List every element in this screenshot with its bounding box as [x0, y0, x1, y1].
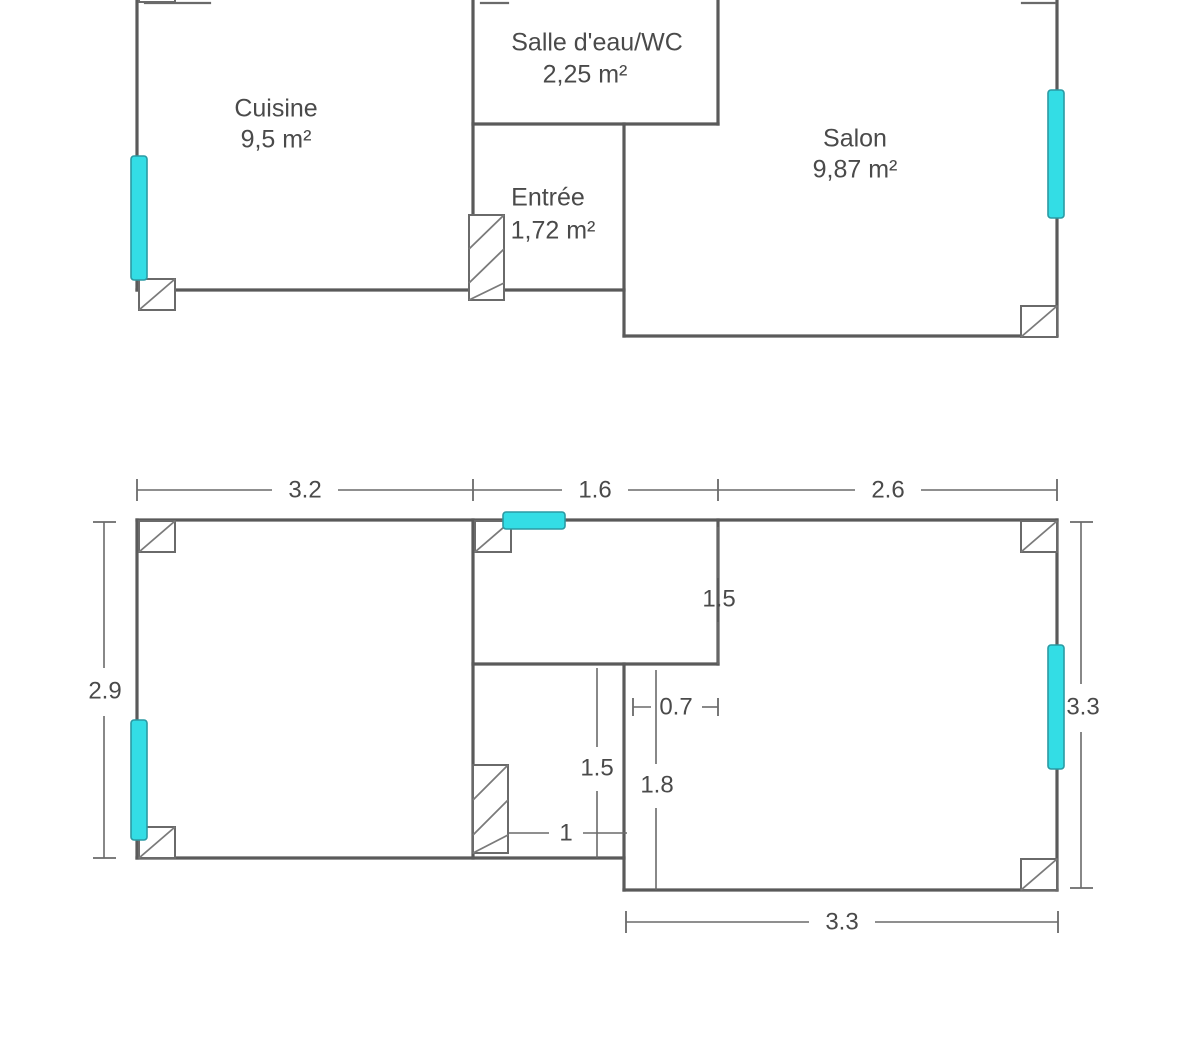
room-label-salon: Salon — [823, 125, 887, 153]
cuisine-window-west-icon — [130, 155, 148, 281]
lower-plan-windows — [130, 511, 1065, 841]
corner-post-northwest-lower — [138, 520, 176, 553]
interior-door-lower — [472, 764, 509, 854]
corner-post-southeast-lower — [1020, 858, 1058, 891]
room-label-entree: Entrée — [511, 184, 585, 212]
salon-window-east-icon — [1047, 89, 1065, 219]
corner-post-salon-southeast — [1020, 305, 1058, 338]
dim-int-1-5-lower-text: 1.5 — [580, 754, 613, 781]
dimension-interior-1-5-lower: 1.5 — [580, 668, 614, 858]
dim-top-2-6: 2.6 — [718, 476, 1057, 503]
dimension-interior-1: 1 — [508, 819, 627, 846]
dimension-right-3-3: 3.3 — [1066, 521, 1100, 889]
dim-left-2-9-text: 2.9 — [88, 677, 121, 704]
east-window-icon — [1047, 644, 1065, 770]
dim-right-3-3-text: 3.3 — [1066, 693, 1099, 720]
west-window-icon — [130, 719, 148, 841]
dim-top-2-6-text: 2.6 — [871, 476, 904, 503]
room-area-cuisine: 9,5 m² — [241, 126, 312, 154]
dim-int-1-5-upper-text: 1.5 — [702, 585, 735, 612]
room-label-cuisine: Cuisine — [234, 95, 317, 123]
dim-int-1-text: 1 — [559, 819, 572, 846]
dimension-bottom-3-3: 3.3 — [625, 908, 1059, 935]
lower-plan-corner-symbols — [138, 520, 1058, 891]
corner-post-cuisine-northwest — [138, 0, 176, 3]
upper-plan-corner-symbols — [138, 0, 1058, 338]
room-label-salle-eau-wc: Salle d'eau/WC — [511, 29, 683, 57]
room-area-salon: 9,87 m² — [813, 156, 898, 184]
dimension-chain-top: 3.2 1.6 2.6 — [136, 476, 1058, 503]
dimension-interior-1-5-upper: 1.5 — [702, 527, 736, 664]
dimension-interior-0-7: 0.7 — [632, 693, 719, 720]
corner-post-northeast-lower — [1020, 520, 1058, 553]
corner-post-cuisine-southwest — [138, 278, 176, 311]
dim-top-1-6-text: 1.6 — [578, 476, 611, 503]
entree-door — [468, 214, 505, 301]
dim-int-0-7-text: 0.7 — [659, 693, 692, 720]
room-area-salle-eau-wc: 2,25 m² — [543, 61, 628, 89]
upper-plan-group: Cuisine 9,5 m² Salle d'eau/WC 2,25 m² En… — [130, 0, 1065, 338]
dim-top-1-6: 1.6 — [473, 476, 718, 503]
lower-plan-group: 3.2 1.6 2.6 2.9 — [88, 476, 1099, 935]
upper-plan-room-labels: Cuisine 9,5 m² Salle d'eau/WC 2,25 m² En… — [234, 29, 897, 245]
dim-int-1-8-text: 1.8 — [640, 771, 673, 798]
dim-bottom-3-3-text: 3.3 — [825, 908, 858, 935]
room-area-entree: 1,72 m² — [511, 217, 596, 245]
entry-window-north-icon — [502, 511, 566, 530]
dim-top-3-2: 3.2 — [137, 476, 473, 503]
lower-plan-walls — [135, 518, 1059, 892]
dimension-interior-1-8: 1.8 — [640, 670, 674, 890]
dimension-left-2-9: 2.9 — [88, 521, 122, 859]
upper-plan-windows — [130, 89, 1065, 281]
upper-plan-walls — [135, 0, 1059, 338]
dim-top-3-2-text: 3.2 — [288, 476, 321, 503]
